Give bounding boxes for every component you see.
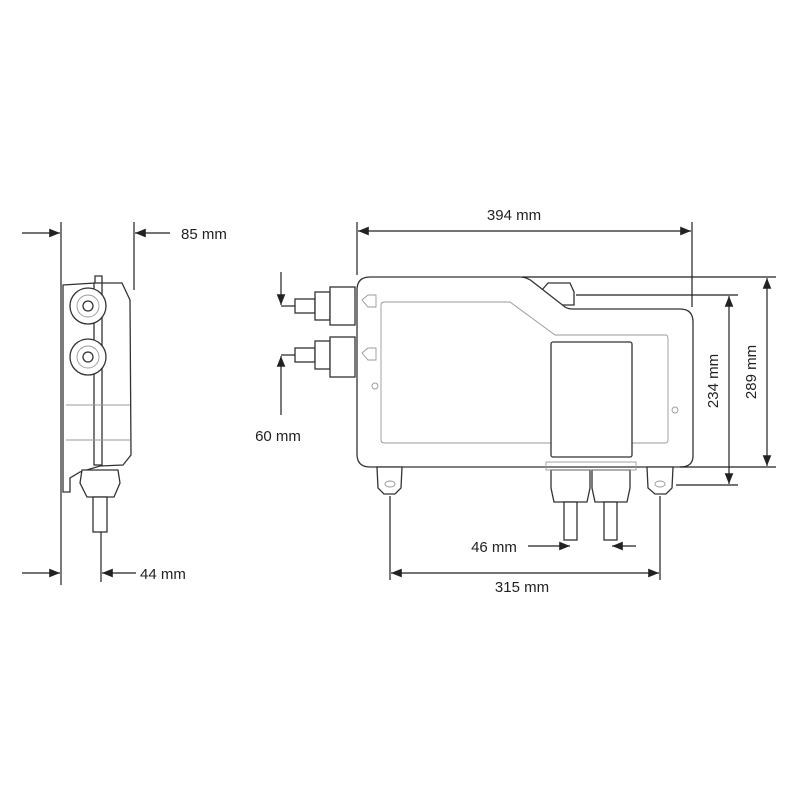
foot-right: [646, 466, 674, 495]
label-394mm: 394 mm: [487, 207, 541, 224]
foot-left: [376, 466, 403, 495]
inlet-top: [294, 286, 356, 326]
front-view: [294, 276, 694, 541]
side-inlet-bottom: [69, 338, 107, 376]
label-315mm: 315 mm: [495, 579, 549, 596]
outlet-left: [550, 469, 591, 541]
label-85mm: 85 mm: [181, 226, 227, 243]
side-inlet-top: [69, 287, 107, 325]
label-289mm: 289 mm: [743, 345, 760, 399]
label-44mm: 44 mm: [140, 566, 186, 583]
side-view: [62, 275, 132, 533]
label-46mm: 46 mm: [471, 539, 517, 556]
label-60mm: 60 mm: [255, 428, 301, 445]
label-234mm: 234 mm: [705, 354, 722, 408]
dimension-labels: 85 mm 44 mm 394 mm 289 mm 234 mm 60 mm 4…: [140, 207, 760, 596]
dimension-lines: [22, 222, 776, 585]
outlet-right: [591, 469, 631, 541]
inlet-bottom: [294, 336, 356, 378]
